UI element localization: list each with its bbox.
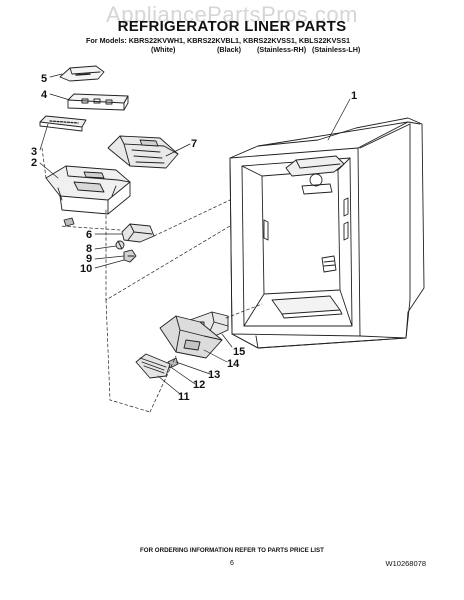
variant-stainless-lh: (Stainless-LH) (312, 45, 361, 54)
watermark: AppliancePartsPros.com (106, 2, 358, 27)
part-4-control-strip (67, 93, 129, 111)
callout-7: 7 (191, 138, 197, 150)
part-6-screw-left (63, 217, 75, 227)
callout-10: 10 (80, 263, 92, 275)
part-2-housing (45, 165, 131, 215)
callout-11: 11 (178, 391, 190, 403)
leader-lines (39, 73, 351, 395)
variant-white: (White) (151, 45, 176, 54)
callout-4: 4 (41, 89, 48, 101)
part-5-bracket (59, 65, 105, 82)
part-14-shroud (159, 315, 223, 359)
document-number: W10268078 (385, 559, 426, 568)
part-11-louver (135, 353, 171, 379)
callout-6: 6 (86, 229, 92, 241)
callout-15: 15 (233, 346, 245, 358)
part-3-label-strip (39, 115, 87, 132)
variant-stainless-rh: (Stainless-RH) (257, 45, 307, 54)
models-line: For Models: KBRS22KVWH1, KBRS22KVBL1, KB… (86, 36, 351, 45)
alignment-lines (41, 147, 263, 413)
callout-12: 12 (193, 379, 205, 391)
variant-black: (Black) (217, 45, 241, 54)
callout-8: 8 (86, 243, 92, 255)
page-number: 6 (230, 560, 234, 567)
part-1-liner (229, 117, 425, 349)
callout-1: 1 (351, 90, 357, 102)
callout-13: 13 (208, 369, 220, 381)
page-title: REFRIGERATOR LINER PARTS (117, 18, 347, 35)
callout-5: 5 (41, 73, 47, 85)
part-7-cover (107, 135, 179, 169)
callout-9: 9 (86, 253, 92, 265)
callout-3: 3 (31, 146, 37, 158)
callout-14: 14 (227, 358, 240, 370)
callout-labels: 1 2 3 4 5 6 7 8 9 10 11 12 13 14 15 (31, 73, 357, 403)
ordering-footer: FOR ORDERING INFORMATION REFER TO PARTS … (140, 547, 324, 554)
callout-2: 2 (31, 157, 37, 169)
